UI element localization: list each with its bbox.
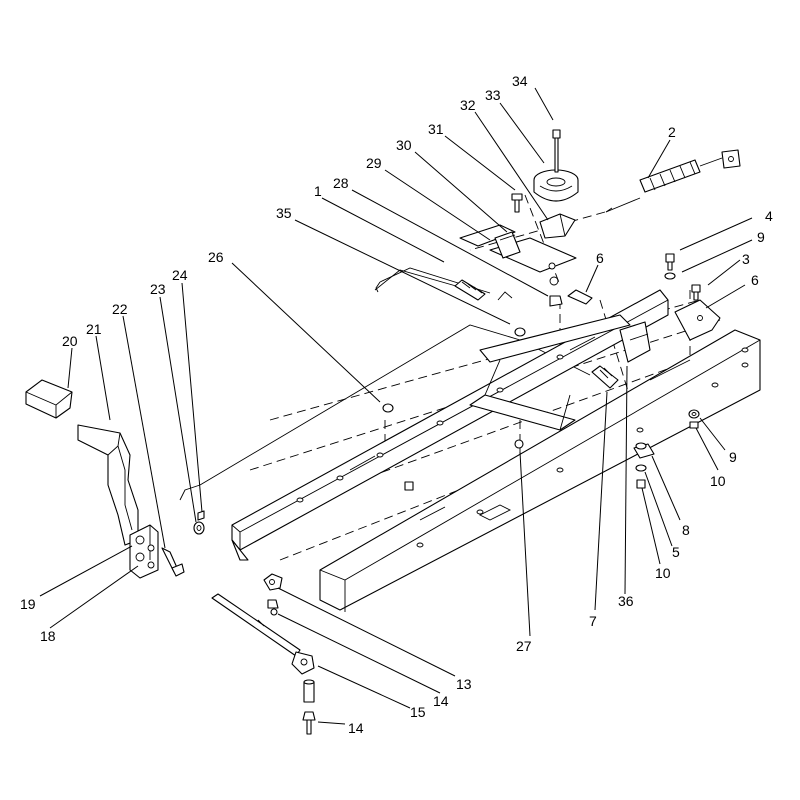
screw-31: [511, 193, 523, 213]
callout-21: 21: [86, 321, 102, 337]
callout-3: 3: [742, 251, 750, 267]
extension-spring: [605, 149, 741, 213]
idler-plates: [459, 213, 577, 307]
callout-10-lower: 10: [655, 565, 671, 581]
callout-26: 26: [208, 249, 224, 265]
callout-labels: 34 33 32 31 2 30 29 28 1 35 4 9 3 6 6 26…: [20, 73, 773, 736]
callout-22: 22: [112, 301, 128, 317]
callout-8: 8: [682, 522, 690, 538]
right-hardware: [633, 409, 700, 489]
callout-24: 24: [172, 267, 188, 283]
callout-23: 23: [150, 281, 166, 297]
callout-31: 31: [428, 121, 444, 137]
lower-frame-rail: [319, 329, 761, 612]
callout-10-upper: 10: [710, 473, 726, 489]
right-bracket: [664, 253, 721, 341]
spacer-bolt: [302, 679, 316, 735]
upper-frame-rail: [231, 289, 669, 561]
callout-7: 7: [589, 613, 597, 629]
callout-34: 34: [512, 73, 528, 89]
callout-1: 1: [314, 183, 322, 199]
cross-members: [469, 314, 631, 431]
pedal-pad: [25, 379, 73, 419]
callout-13: 13: [456, 676, 472, 692]
callout-9-lower: 9: [729, 449, 737, 465]
callout-2: 2: [668, 124, 676, 140]
callout-36: 36: [618, 593, 634, 609]
callout-29: 29: [366, 155, 382, 171]
idler-pulley: [533, 129, 579, 202]
callout-33: 33: [485, 87, 501, 103]
brake-pedal-arm: [77, 424, 139, 546]
pivot-bolt: [161, 510, 205, 577]
clip-bracket: [263, 573, 283, 616]
callout-4: 4: [765, 208, 773, 224]
callout-5: 5: [672, 544, 680, 560]
pin-and-bracket: [567, 289, 651, 363]
callout-6-right: 6: [751, 272, 759, 288]
pivot-pin: [591, 365, 619, 389]
callout-30: 30: [396, 137, 412, 153]
nuts: [382, 327, 526, 491]
brake-rod: [211, 593, 315, 675]
callout-27: 27: [516, 638, 532, 654]
callout-28: 28: [333, 175, 349, 191]
callout-14-upper: 14: [433, 693, 449, 709]
pivot-bracket: [129, 524, 159, 579]
callout-18: 18: [40, 628, 56, 644]
callout-6-left: 6: [596, 250, 604, 266]
callout-20: 20: [62, 333, 78, 349]
callout-15: 15: [410, 704, 426, 720]
callout-9-upper: 9: [757, 229, 765, 245]
leader-lines: [39, 87, 753, 725]
spring-rod-assembly: [375, 267, 513, 301]
callout-14-lower: 14: [348, 720, 364, 736]
callout-19: 19: [20, 596, 36, 612]
callout-35: 35: [276, 205, 292, 221]
callout-32: 32: [460, 97, 476, 113]
